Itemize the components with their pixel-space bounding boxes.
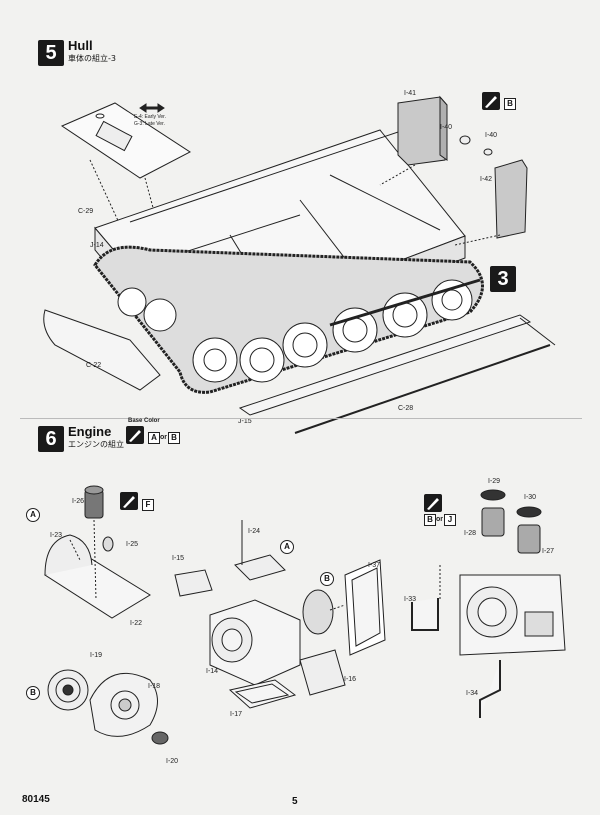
step-6-number: 6: [38, 426, 64, 452]
engine-sub-a-illustration: [43, 485, 151, 619]
label-i41: I-41: [404, 90, 417, 97]
side-strip-illustration: [238, 314, 532, 416]
label-i22: I-22: [130, 620, 143, 627]
engine-sub-b-illustration: [47, 669, 169, 745]
base-color-or: or: [160, 434, 167, 441]
label-c22: C-22: [86, 362, 102, 369]
paint-brush-icon: [482, 92, 500, 110]
label-i23: I-23: [50, 532, 63, 539]
label-i20: I-20: [166, 758, 179, 765]
marker-a-left: A: [26, 508, 40, 522]
base-color-code-b: B: [168, 432, 180, 444]
right-paint-or: or: [436, 516, 443, 523]
label-i14: I-14: [206, 668, 219, 675]
marker-b-main: B: [320, 572, 334, 586]
marker-b-left: B: [26, 686, 40, 700]
side-box-illustration: [379, 95, 528, 246]
step-6-title: Engine: [68, 424, 112, 439]
track-illustration: [93, 245, 484, 394]
right-paint-code-j: J: [444, 514, 456, 526]
section-divider: [20, 418, 582, 419]
label-i24: I-24: [248, 528, 261, 535]
base-color-code-a: A: [148, 432, 160, 444]
sub-a-paint-code: F: [142, 499, 154, 511]
label-i37: I-37: [368, 562, 381, 569]
fender-illustration: [43, 309, 161, 391]
label-i30: I-30: [524, 494, 537, 501]
step-5-number: 5: [38, 40, 64, 66]
label-i33: I-33: [404, 596, 417, 603]
engine-main-illustration: [174, 520, 386, 709]
callout-step-3: 3: [490, 266, 516, 292]
label-i27: I-27: [542, 548, 555, 555]
marker-a-main: A: [280, 540, 294, 554]
label-i18: I-18: [148, 683, 161, 690]
version-arrow: [139, 103, 165, 113]
hull-paint-code: B: [504, 98, 516, 110]
label-i40a: I-40: [440, 124, 453, 131]
step-5-title: Hull: [68, 38, 93, 53]
label-i15: I-15: [172, 555, 185, 562]
label-i25: I-25: [126, 541, 139, 548]
label-i42: I-42: [480, 176, 493, 183]
label-c28: C-28: [398, 405, 414, 412]
engine-right-illustration: [411, 489, 566, 718]
deck-plate-illustration: [60, 102, 191, 226]
right-brush-icon: [424, 494, 442, 512]
label-j15: J-15: [238, 418, 252, 425]
base-color-label: Base Color: [128, 418, 160, 424]
version-note-late: G-3: Late Ver.: [134, 121, 165, 127]
label-i19: I-19: [90, 652, 103, 659]
version-note-early: E-4: Early Ver.: [134, 114, 166, 120]
label-i28: I-28: [464, 530, 477, 537]
label-c29: C-29: [78, 208, 94, 215]
sub-a-brush-icon: [120, 492, 138, 510]
label-i40b: I-40: [485, 132, 498, 139]
step-6-subtitle: エンジンの組立: [68, 440, 124, 449]
label-j14: J-14: [90, 242, 104, 249]
label-i16: I-16: [344, 676, 357, 683]
label-i26: I-26: [72, 498, 85, 505]
label-i17: I-17: [230, 711, 243, 718]
label-i34: I-34: [466, 690, 479, 697]
right-paint-code-b: B: [424, 514, 436, 526]
label-i29: I-29: [488, 478, 501, 485]
kit-number: 80145: [22, 794, 50, 805]
step-5-subtitle: 車体の組立-3: [68, 54, 116, 63]
base-color-brush-icon: [126, 426, 144, 444]
page-number: 5: [292, 796, 298, 807]
